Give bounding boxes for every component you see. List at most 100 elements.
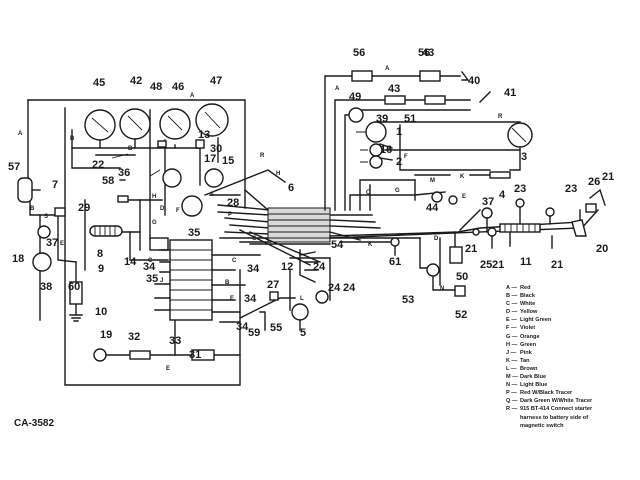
component-number: 30: [210, 143, 222, 155]
legend-key: E —: [506, 317, 517, 324]
legend-key: R —: [506, 406, 518, 413]
component-number: 45: [93, 77, 105, 89]
legend-description: Black: [520, 293, 535, 300]
component-number: 34: [143, 261, 156, 273]
legend-description: Pink: [520, 349, 532, 356]
component-number: 2: [396, 156, 402, 168]
component-number: 18: [12, 253, 24, 265]
legend-description: magnetic switch: [520, 422, 564, 429]
legend-key: D —: [506, 309, 518, 316]
component-number: 40: [468, 75, 480, 87]
wire-letter: E: [60, 241, 64, 247]
junction-block: [154, 239, 261, 323]
legend-description: Violet: [520, 325, 536, 332]
legend-key: M —: [506, 374, 518, 381]
component-number: 56: [418, 47, 430, 59]
wire-letter: M: [430, 178, 435, 184]
component-number: 34: [236, 321, 249, 333]
component-number: 34: [247, 263, 260, 275]
wire-letter: B: [30, 206, 35, 212]
component-number: 13: [198, 129, 210, 141]
wire-letter: B: [70, 136, 75, 142]
legend-entry: J —Pink: [506, 349, 640, 357]
component-number: 23: [565, 183, 577, 195]
component-number: 55: [270, 322, 282, 334]
legend-entry: Q —Dark Green W/White Tracer: [506, 397, 640, 405]
wire-letter: G: [252, 236, 257, 242]
legend-key: B —: [506, 293, 518, 300]
legend-key: C —: [506, 301, 518, 308]
legend-description: Red: [520, 285, 531, 291]
legend-entry: K —Tan: [506, 357, 640, 365]
component-number: 60: [68, 281, 80, 293]
component-number: 48: [150, 81, 162, 93]
left-harness-wires: [27, 99, 246, 386]
component-number: 27: [267, 279, 279, 291]
legend-key: P —: [506, 390, 517, 397]
wire-letter: H: [152, 194, 156, 200]
component-number: 35: [188, 227, 200, 239]
component-number: 32: [128, 331, 140, 343]
component-number: 25: [480, 259, 492, 271]
component-number: 58: [102, 175, 114, 187]
legend-key: L —: [506, 365, 517, 372]
component-number: 5: [300, 327, 306, 339]
component-number: 23: [514, 183, 526, 195]
wire-letter: H: [276, 171, 280, 177]
component-number: 37: [46, 237, 58, 249]
wire-letter: B: [128, 146, 133, 152]
wire-letter: N: [440, 286, 444, 292]
legend-entry: B —Black: [506, 292, 640, 300]
component-number: 38: [40, 281, 52, 293]
main-connector: [204, 169, 421, 331]
legend-description: Orange: [520, 333, 540, 340]
component-number: 46: [172, 81, 184, 93]
diagram-code: CA-3582: [14, 418, 55, 429]
component-number: 34: [244, 293, 257, 305]
legend-key: N —: [506, 382, 518, 389]
component-number: 37: [482, 196, 494, 208]
legend-entry: L —Brown: [506, 365, 640, 373]
legend-description: Tan: [520, 357, 530, 364]
right-bottom-components: [390, 195, 597, 297]
legend-entry: D —Yellow: [506, 308, 640, 316]
wire-letter: C: [148, 258, 153, 264]
wire-letter: Q: [366, 190, 371, 196]
component-number: 12: [281, 261, 293, 273]
component-number: 56: [353, 47, 365, 59]
legend-description: Red W/Black Tracer: [520, 390, 573, 397]
wire-letter: D: [160, 206, 165, 212]
wire-letter: A: [385, 66, 390, 72]
legend-entry: C —White: [506, 300, 640, 308]
legend-entry: M —Dark Blue: [506, 373, 640, 381]
component-number: 42: [130, 75, 142, 87]
component-number: 21: [602, 171, 614, 183]
wire-letter: E: [462, 194, 466, 200]
legend-entry: P —Red W/Black Tracer: [506, 389, 640, 397]
component-number: 15: [222, 155, 234, 167]
left-components: [17, 139, 224, 362]
component-number: 3: [521, 151, 527, 163]
legend-description: Light Blue: [520, 382, 548, 389]
legend-description: White: [520, 301, 536, 308]
legend-description: Green: [520, 341, 537, 348]
component-number: 11: [520, 256, 532, 268]
legend-description: Dark Blue: [520, 374, 547, 381]
legend-entry: F —Violet: [506, 324, 640, 332]
wire-letter: R: [498, 114, 503, 120]
wire-letter: A: [190, 93, 195, 99]
right-top-components: [348, 70, 533, 203]
wire-letter: C: [232, 258, 237, 264]
wire-letter: L: [300, 296, 304, 302]
component-number: 54: [331, 239, 344, 251]
wire-letter: E: [166, 366, 170, 372]
component-number: 24: [313, 261, 326, 273]
wire-letter: G: [395, 188, 400, 194]
legend-key: A —: [506, 285, 517, 291]
wire-letter: P: [228, 212, 232, 218]
component-number: 51: [404, 113, 416, 125]
legend-key: G —: [506, 333, 518, 340]
